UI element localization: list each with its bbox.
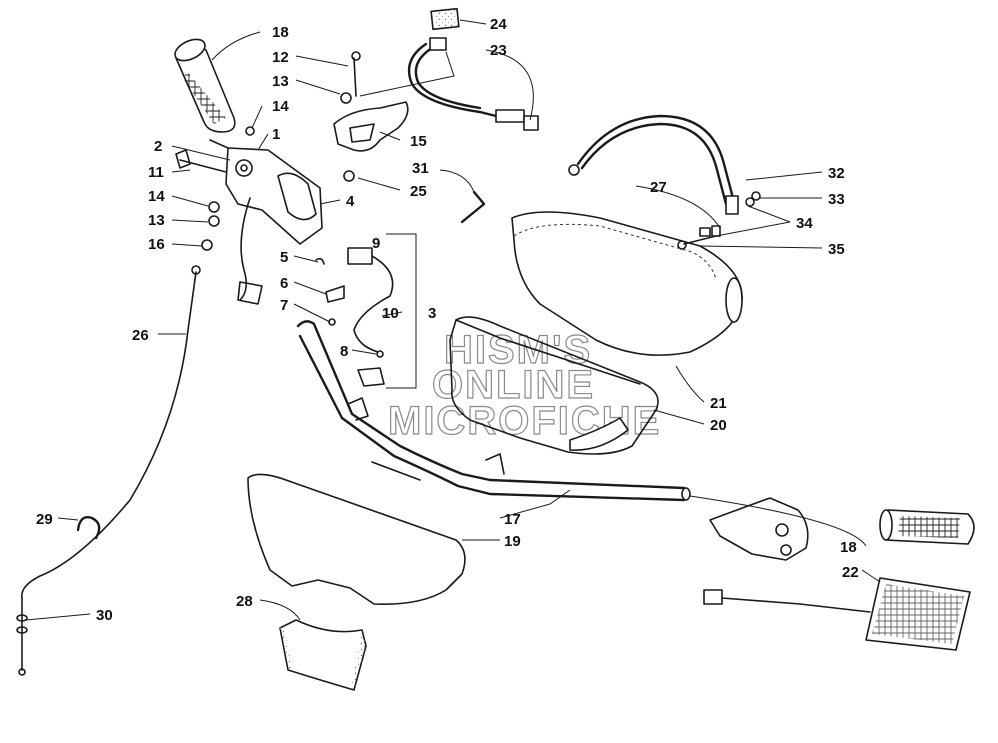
callout-13-mid: 13 (148, 212, 165, 229)
callout-11: 11 (148, 164, 164, 181)
throttle-housing (209, 139, 323, 305)
callout-32: 32 (828, 165, 845, 182)
heater-wire-23 (359, 7, 539, 131)
callout-18-right: 18 (840, 539, 857, 556)
windshield-cover-21 (511, 211, 743, 356)
callout-22: 22 (842, 564, 859, 581)
brake-master-cylinder (709, 497, 809, 561)
callout-1: 1 (272, 126, 280, 143)
pin-31 (439, 169, 486, 224)
watermark-line-2: ONLINE (432, 363, 595, 407)
callout-20: 20 (710, 417, 727, 434)
callout-10: 10 (382, 305, 399, 322)
callout-14-mid: 14 (148, 188, 165, 205)
callout-23: 23 (490, 42, 507, 59)
lower-cover-19 (247, 473, 466, 606)
callout-18-left: 18 (272, 24, 289, 41)
callout-34: 34 (796, 215, 813, 232)
fasteners-right (677, 191, 761, 250)
callout-9: 9 (372, 235, 380, 252)
callout-6: 6 (280, 275, 288, 292)
console-20 (449, 316, 659, 455)
callout-15: 15 (410, 133, 427, 150)
hardware-left (175, 51, 361, 251)
callout-28: 28 (236, 593, 253, 610)
heater-wire-32 (568, 114, 739, 215)
callout-2: 2 (154, 138, 162, 155)
callout-35: 35 (828, 241, 845, 258)
callout-8: 8 (340, 343, 348, 360)
callout-7: 7 (280, 297, 288, 314)
callout-29: 29 (36, 511, 53, 528)
callout-13-top: 13 (272, 73, 289, 90)
callout-5: 5 (280, 249, 288, 266)
leader-lines (25, 19, 881, 621)
callout-24: 24 (490, 16, 507, 33)
callout-33: 33 (828, 191, 845, 208)
callout-12: 12 (272, 49, 289, 66)
callout-16: 16 (148, 236, 165, 253)
callout-labels: 18 12 13 14 1 2 11 14 13 16 15 25 31 4 2… (36, 16, 859, 624)
handlebar-17 (296, 320, 691, 502)
callout-4: 4 (346, 193, 355, 210)
callout-31: 31 (412, 160, 429, 177)
callout-25: 25 (410, 183, 427, 200)
lever-bracket (333, 101, 409, 182)
switch-assembly (315, 233, 417, 389)
left-grip (174, 38, 236, 133)
callout-19: 19 (504, 533, 521, 550)
right-grip (879, 509, 975, 545)
callout-14-top: 14 (272, 98, 289, 115)
heater-element-22 (703, 577, 971, 651)
callout-17: 17 (504, 511, 521, 528)
callout-21: 21 (710, 395, 727, 412)
watermark-line-1: HISM'S (444, 328, 592, 372)
throttle-cable-26 (16, 265, 201, 676)
callout-26: 26 (132, 327, 149, 344)
callout-30: 30 (96, 607, 113, 624)
clamp-29 (76, 516, 101, 540)
strap-28 (279, 619, 367, 691)
callout-3: 3 (428, 305, 436, 322)
callout-27: 27 (650, 179, 667, 196)
